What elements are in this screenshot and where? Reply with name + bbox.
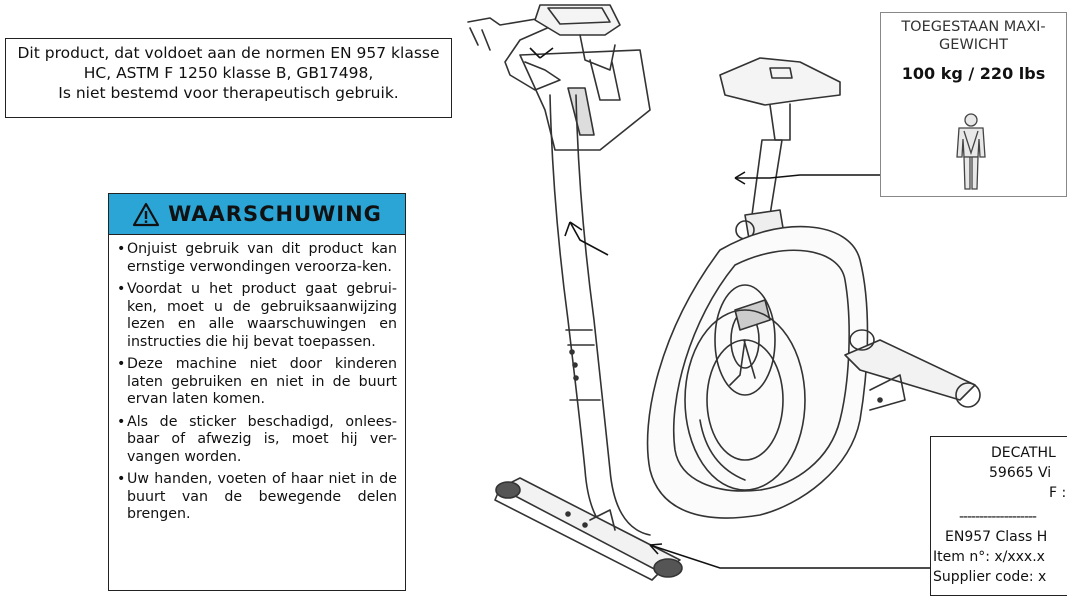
weight-header-line-2: GEWICHT [939,37,1008,53]
manufacturer-label: DECATHL 59665 Vi F : -------------------… [930,436,1067,596]
warning-item: Uw handen, voeten of haar niet in de buu… [117,471,397,524]
manufacturer-line-2: 59665 Vi [989,465,1052,481]
warning-banner: WAARSCHUWING [109,194,405,235]
warning-item: Deze machine niet door kinderen laten ge… [117,356,397,409]
norms-line-1: Dit product, dat voldoet aan de normen E… [17,44,440,62]
warning-box: WAARSCHUWING Onjuist gebruik van dit pro… [108,193,406,591]
norms-line-3: Is niet bestemd voor therapeutisch gebru… [58,84,399,102]
norms-line-2: HC, ASTM F 1250 klasse B, GB17498, [83,64,374,82]
manufacturer-line-1: DECATHL [991,445,1056,461]
norms-notice-box: Dit product, dat voldoet aan de normen E… [5,38,452,118]
manufacturer-supplier-code: Supplier code: x [933,569,1047,585]
person-icon [956,113,986,190]
manufacturer-line-3: F : [1049,485,1067,501]
warning-triangle-icon [132,202,160,226]
manufacturer-class: EN957 Class H [945,529,1048,545]
warning-item: Onjuist gebruik van dit product kan erns… [117,241,397,276]
manufacturer-item-number: Item n°: x/xxx.x [933,549,1045,565]
warning-title: WAARSCHUWING [168,202,382,226]
warning-item: Als de sticker beschadigd, onlees-baar o… [117,414,397,467]
label-divider: ------------------- [959,509,1037,525]
weight-header-line-1: TOEGESTAAN MAXI- [901,19,1046,35]
warning-list: Onjuist gebruik van dit product kan erns… [109,235,405,524]
warning-item: Voordat u het product gaat gebrui-ken, m… [117,281,397,351]
max-weight-label: TOEGESTAAN MAXI- GEWICHT 100 kg / 220 lb… [880,12,1067,197]
max-weight-value: 100 kg / 220 lbs [901,64,1046,83]
